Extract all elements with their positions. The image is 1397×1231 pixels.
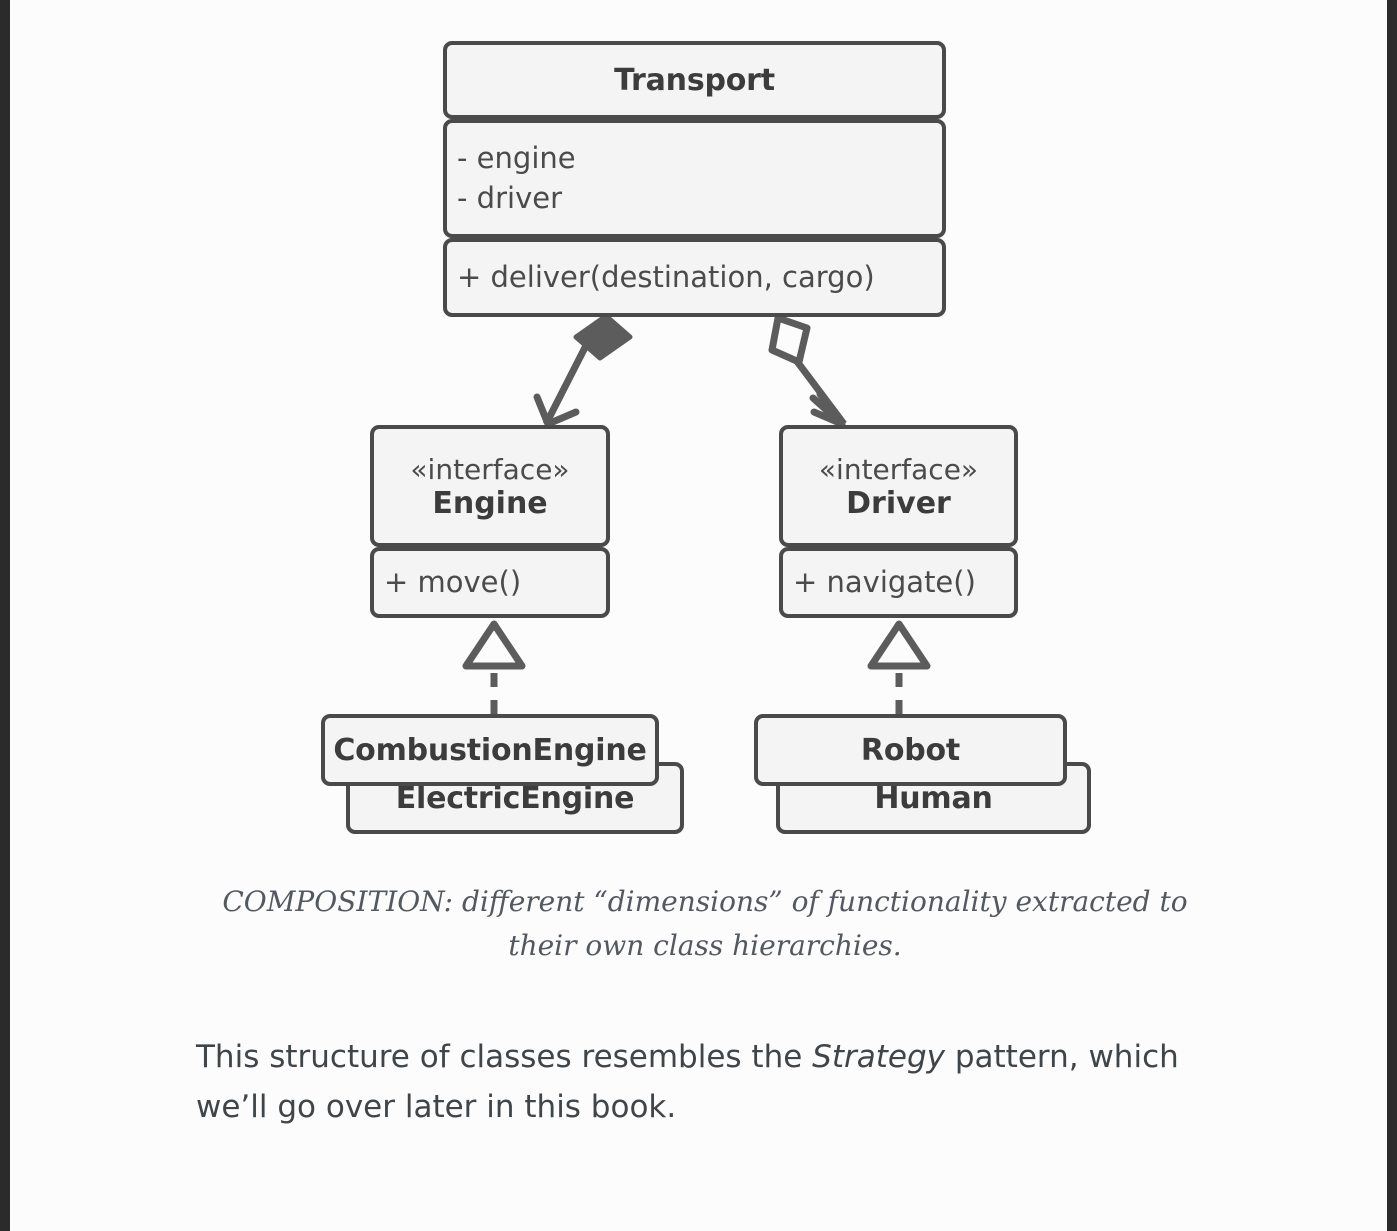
right-frame-band (1387, 0, 1397, 1231)
stereotype-label-engine: «interface» (410, 452, 570, 486)
class-box-robot[interactable]: Robot (754, 714, 1067, 786)
composition-connector-transport-engine (533, 313, 633, 428)
interface-name-driver: Driver (846, 485, 951, 521)
class-box-combustionengine[interactable]: CombustionEngine (321, 714, 659, 786)
uml-class-diagram: Transport - engine - driver + deliver(de… (10, 0, 1387, 860)
class-box-transport-attributes[interactable]: - engine - driver (443, 119, 946, 238)
class-name-transport: Transport (614, 62, 775, 98)
realization-connector-combustionengine-engine (462, 620, 526, 714)
realization-connector-robot-driver (867, 620, 931, 714)
interface-heading-driver: «interface» Driver (783, 451, 1014, 521)
attribute-item: - engine (457, 141, 576, 176)
paragraph-text-after: pattern, which we’ll go over later in th… (196, 1039, 1179, 1126)
class-name-human: Human (874, 780, 993, 816)
method-item-deliver: + deliver(destination, cargo) (457, 260, 875, 295)
interface-box-driver-methods[interactable]: + navigate() (779, 547, 1018, 618)
hollow-diamond-icon (768, 314, 811, 366)
hollow-triangle-icon (867, 620, 931, 670)
paragraph-text-before: This structure of classes resembles the (196, 1039, 813, 1075)
page-content: Transport - engine - driver + deliver(de… (10, 0, 1387, 1231)
class-box-transport-methods[interactable]: + deliver(destination, cargo) (443, 238, 946, 317)
stereotype-label-driver: «interface» (818, 452, 979, 486)
attribute-item: - driver (457, 180, 562, 215)
open-arrowhead-icon (533, 393, 580, 428)
class-name-electricengine: ElectricEngine (395, 780, 635, 816)
aggregation-connector-transport-driver (768, 314, 847, 428)
paragraph-emphasis-strategy: Strategy (812, 1039, 945, 1075)
method-item-move: + move() (384, 565, 522, 600)
interface-name-engine: Engine (432, 485, 548, 521)
attribute-list-transport: - engine - driver (447, 139, 576, 217)
interface-box-engine-methods[interactable]: + move() (370, 547, 610, 618)
diagram-connectors (462, 313, 931, 714)
interface-heading-engine: «interface» Engine (374, 451, 606, 521)
interface-box-driver-title[interactable]: «interface» Driver (779, 425, 1018, 547)
body-paragraph: This structure of classes resembles the … (196, 1032, 1236, 1132)
class-box-transport-title[interactable]: Transport (443, 41, 946, 119)
hollow-triangle-icon (462, 620, 526, 670)
figure-caption: COMPOSITION: different “dimensions” of f… (222, 885, 1188, 963)
class-name-combustionengine: CombustionEngine (333, 732, 647, 768)
interface-box-engine-title[interactable]: «interface» Engine (370, 425, 610, 547)
class-name-robot: Robot (860, 732, 961, 768)
filled-diamond-icon (573, 313, 633, 361)
left-frame-band (0, 0, 10, 1231)
method-item-navigate: + navigate() (793, 565, 976, 600)
